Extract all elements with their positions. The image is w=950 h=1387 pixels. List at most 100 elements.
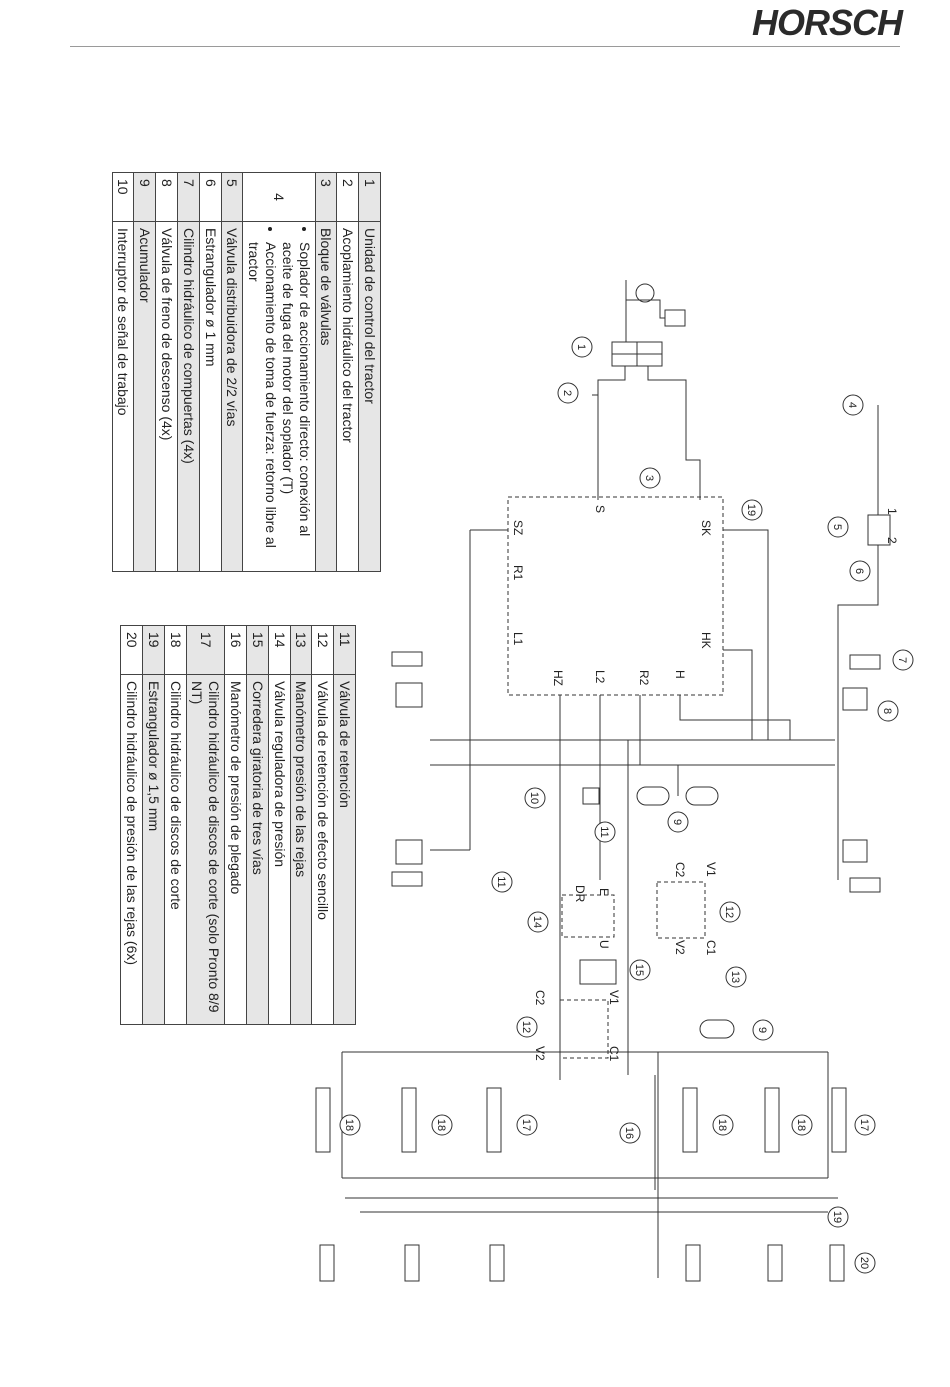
check-valve-12b xyxy=(559,999,609,1059)
svg-text:14: 14 xyxy=(531,916,543,928)
svg-text:10: 10 xyxy=(528,792,540,804)
svg-text:20: 20 xyxy=(858,1257,870,1269)
svg-text:11: 11 xyxy=(598,826,610,837)
port-l1: L1 xyxy=(511,632,525,646)
port-s: S xyxy=(593,505,607,513)
brake-valve-left-bottom xyxy=(395,839,423,865)
port-h: H xyxy=(673,670,687,679)
callout-18: 18 xyxy=(712,1114,734,1136)
brake-valve-right-top xyxy=(842,687,868,711)
callout-16: 16 xyxy=(619,1122,641,1144)
callout-12: 12 xyxy=(719,901,741,923)
callout-13: 13 xyxy=(725,966,747,988)
coulter-cylinder-1 xyxy=(319,1244,335,1282)
port-v2-a: V2 xyxy=(673,940,687,955)
svg-text:19: 19 xyxy=(831,1211,843,1223)
signal-switch-symbol xyxy=(582,787,600,805)
callout-10: 10 xyxy=(524,787,546,809)
callout-15: 15 xyxy=(629,959,651,981)
coulter-cylinder-4 xyxy=(685,1244,701,1282)
callout-17: 17 xyxy=(516,1114,538,1136)
tractor-pump-symbol xyxy=(635,283,655,303)
svg-text:17: 17 xyxy=(520,1119,532,1131)
cylinder-18-left-a xyxy=(315,1087,331,1153)
coulter-cylinder-6 xyxy=(829,1244,845,1282)
svg-text:2: 2 xyxy=(561,390,573,396)
relief-valve-symbol xyxy=(664,309,686,327)
port-c2-a: C2 xyxy=(673,862,687,878)
accumulator-3 xyxy=(699,1019,735,1039)
callout-11: 11 xyxy=(594,821,616,843)
callout-18: 18 xyxy=(431,1114,453,1136)
coulter-cylinder-2 xyxy=(404,1244,420,1282)
svg-text:19: 19 xyxy=(745,504,757,516)
cylinder-17-left xyxy=(486,1087,502,1153)
svg-text:9: 9 xyxy=(671,819,683,825)
callout-14: 14 xyxy=(527,911,549,933)
port-hz: HZ xyxy=(551,670,565,686)
svg-text:4: 4 xyxy=(846,402,858,408)
port-l2: L2 xyxy=(593,670,607,684)
svg-text:18: 18 xyxy=(716,1119,728,1131)
callout-9: 9 xyxy=(667,811,689,833)
three-way-valve-body xyxy=(579,959,617,985)
port-hk: HK xyxy=(699,632,713,649)
svg-text:16: 16 xyxy=(623,1127,635,1139)
gate-cylinder-right-top xyxy=(849,654,881,670)
callout-12: 12 xyxy=(516,1016,538,1038)
brake-valve-left-top xyxy=(395,682,423,708)
port-r1: R1 xyxy=(511,565,525,581)
svg-text:8: 8 xyxy=(881,708,893,714)
brake-valve-right-bottom xyxy=(842,839,868,863)
valve-block-outline xyxy=(507,496,724,696)
port-1: 1 xyxy=(885,508,899,515)
accumulator-2 xyxy=(685,786,719,806)
callout-18: 18 xyxy=(339,1114,361,1136)
callout-8: 8 xyxy=(877,700,899,722)
callout-11: 11 xyxy=(491,871,513,893)
svg-text:12: 12 xyxy=(520,1021,532,1033)
coulter-cylinder-3 xyxy=(489,1244,505,1282)
svg-text:7: 7 xyxy=(896,657,908,663)
callout-18: 18 xyxy=(791,1114,813,1136)
port-e: E xyxy=(597,888,611,896)
callout-20: 20 xyxy=(854,1252,876,1274)
svg-text:9: 9 xyxy=(756,1027,768,1033)
gate-cylinder-right-bottom xyxy=(849,877,881,893)
callout-5: 5 xyxy=(827,516,849,538)
svg-text:12: 12 xyxy=(723,906,735,918)
svg-text:17: 17 xyxy=(858,1119,870,1131)
svg-text:18: 18 xyxy=(343,1119,355,1131)
port-v1-a: V1 xyxy=(704,862,718,877)
svg-text:18: 18 xyxy=(795,1119,807,1131)
two-way-valve-symbol xyxy=(867,514,891,546)
cylinder-18-right-b xyxy=(764,1087,780,1153)
cylinder-18-right-a xyxy=(682,1087,698,1153)
callout-1: 1 xyxy=(571,336,593,358)
gate-cylinder-left-bottom xyxy=(391,871,423,887)
port-sk: SK xyxy=(699,520,713,536)
callout-4: 4 xyxy=(842,394,864,416)
pressure-reg-valve xyxy=(561,894,615,938)
svg-text:5: 5 xyxy=(831,524,843,530)
port-v1-b: V1 xyxy=(607,990,621,1005)
port-dr: DR xyxy=(573,885,587,903)
svg-text:3: 3 xyxy=(643,475,655,481)
port-c2-b: C2 xyxy=(533,990,547,1006)
port-r2: R2 xyxy=(637,670,651,686)
callout-19: 19 xyxy=(827,1206,849,1228)
svg-text:13: 13 xyxy=(729,971,741,983)
svg-text:6: 6 xyxy=(853,568,865,574)
horsch-logo: HORSCH xyxy=(751,2,903,43)
header-rule xyxy=(70,46,900,47)
svg-text:11: 11 xyxy=(495,876,507,887)
cylinder-18-left-b xyxy=(401,1087,417,1153)
svg-text:18: 18 xyxy=(435,1119,447,1131)
callout-17: 17 xyxy=(854,1114,876,1136)
check-valve-12a xyxy=(656,881,706,939)
port-sz: SZ xyxy=(511,520,525,535)
coulter-cylinder-5 xyxy=(767,1244,783,1282)
gate-cylinder-left-top xyxy=(391,651,423,667)
port-c1-b: C1 xyxy=(607,1046,621,1062)
